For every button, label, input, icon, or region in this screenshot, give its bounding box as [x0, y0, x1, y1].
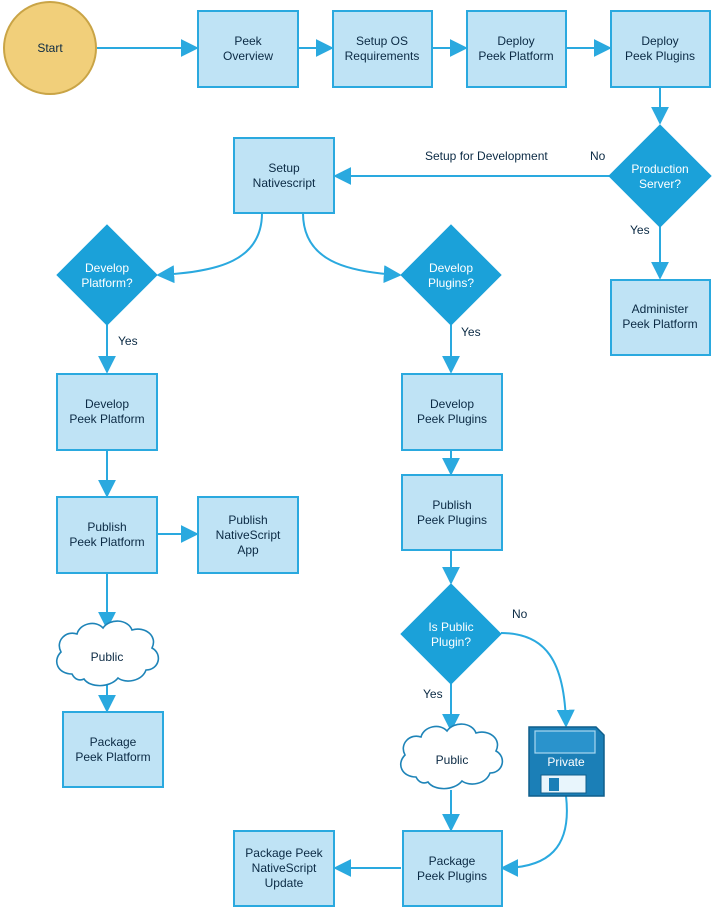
package-nativescript-update-box: Package Peek NativeScript Update — [233, 830, 335, 907]
edge-label-yes-platform: Yes — [118, 334, 138, 348]
develop-platform-q-line-2: Platform? — [81, 276, 133, 290]
publish-app-line-2: NativeScript — [216, 528, 281, 542]
package-platform-line-1: Package — [90, 735, 137, 749]
edge-label-no-public: No — [512, 607, 528, 621]
develop-plugins-decision: Develop Plugins? — [400, 224, 502, 326]
start-node: Start — [3, 1, 97, 95]
package-platform-line-2: Peek Platform — [75, 750, 150, 764]
administer-peek-platform-box: Administer Peek Platform — [610, 279, 711, 356]
setup-os-requirements-box: Setup OS Requirements — [332, 10, 433, 88]
develop-peek-platform-box: Develop Peek Platform — [56, 373, 158, 451]
administer-line-2: Peek Platform — [622, 317, 697, 331]
edge-label-setup-for-development: Setup for Development — [425, 149, 548, 163]
publish-peek-plugins-box: Publish Peek Plugins — [401, 474, 503, 551]
production-server-line-1: Production — [631, 162, 688, 176]
publish-app-line-1: Publish — [228, 513, 267, 527]
edge-setup-develop-plugins-q — [302, 212, 402, 284]
package-plugins-line-2: Peek Plugins — [417, 869, 487, 883]
package-update-line-2: NativeScript — [252, 861, 317, 875]
start-label: Start — [37, 41, 63, 55]
edge-label-yes-plugins: Yes — [461, 325, 481, 339]
public-right-label: Public — [436, 753, 469, 767]
edge-ispublic-private — [500, 632, 575, 728]
package-plugins-line-1: Package — [429, 854, 476, 868]
deploy-plugins-line-2: Peek Plugins — [625, 49, 695, 63]
publish-platform-line-1: Publish — [87, 520, 126, 534]
deploy-peek-plugins-box: Deploy Peek Plugins — [610, 10, 711, 88]
production-server-line-2: Server? — [639, 177, 681, 191]
package-peek-platform-box: Package Peek Platform — [62, 711, 164, 788]
setup-os-line-2: Requirements — [345, 49, 420, 63]
public-left-label: Public — [91, 650, 124, 664]
peek-overview-box: Peek Overview — [197, 10, 299, 88]
public-cloud-right: Public — [400, 723, 504, 790]
package-peek-plugins-box: Package Peek Plugins — [402, 830, 503, 907]
is-public-line-1: Is Public — [428, 620, 473, 634]
edge-label-yes-production: Yes — [630, 223, 650, 237]
setup-nativescript-box: Setup Nativescript — [233, 137, 335, 214]
private-label: Private — [547, 755, 585, 769]
publish-app-line-3: App — [237, 543, 259, 557]
develop-platform-line-1: Develop — [85, 397, 129, 411]
peek-overview-line-2: Overview — [223, 49, 273, 63]
develop-platform-line-2: Peek Platform — [69, 412, 144, 426]
deploy-platform-line-1: Deploy — [497, 34, 534, 48]
edge-label-no-production: No — [590, 149, 606, 163]
peek-overview-line-1: Peek — [234, 34, 262, 48]
production-server-decision: Production Server? — [608, 124, 712, 228]
edge-private-package-plugins — [500, 795, 568, 877]
develop-platform-q-line-1: Develop — [85, 261, 129, 275]
edge-label-yes-public: Yes — [423, 687, 443, 701]
setup-nativescript-line-1: Setup — [268, 161, 300, 175]
publish-plugins-line-2: Peek Plugins — [417, 513, 487, 527]
develop-peek-plugins-box: Develop Peek Plugins — [401, 373, 503, 451]
is-public-line-2: Plugin? — [431, 635, 471, 649]
develop-platform-decision: Develop Platform? — [56, 224, 158, 326]
setup-os-line-1: Setup OS — [356, 34, 408, 48]
publish-nativescript-app-box: Publish NativeScript App — [197, 496, 299, 574]
deploy-peek-platform-box: Deploy Peek Platform — [466, 10, 567, 88]
publish-peek-platform-box: Publish Peek Platform — [56, 496, 158, 574]
package-update-line-1: Package Peek — [245, 846, 323, 860]
deploy-platform-line-2: Peek Platform — [478, 49, 553, 63]
is-public-plugin-decision: Is Public Plugin? — [400, 583, 502, 685]
develop-plugins-q-line-1: Develop — [429, 261, 473, 275]
edge-setup-develop-platform-q — [156, 212, 263, 284]
develop-plugins-line-1: Develop — [430, 397, 474, 411]
deploy-plugins-line-1: Deploy — [641, 34, 678, 48]
administer-line-1: Administer — [632, 302, 689, 316]
publish-plugins-line-1: Publish — [432, 498, 471, 512]
setup-nativescript-line-2: Nativescript — [253, 176, 316, 190]
develop-plugins-line-2: Peek Plugins — [417, 412, 487, 426]
private-disk-icon: Private — [528, 726, 605, 797]
edges — [97, 39, 669, 877]
package-update-line-3: Update — [265, 876, 304, 890]
develop-plugins-q-line-2: Plugins? — [428, 276, 474, 290]
publish-platform-line-2: Peek Platform — [69, 535, 144, 549]
public-cloud-left: Public — [56, 620, 160, 687]
